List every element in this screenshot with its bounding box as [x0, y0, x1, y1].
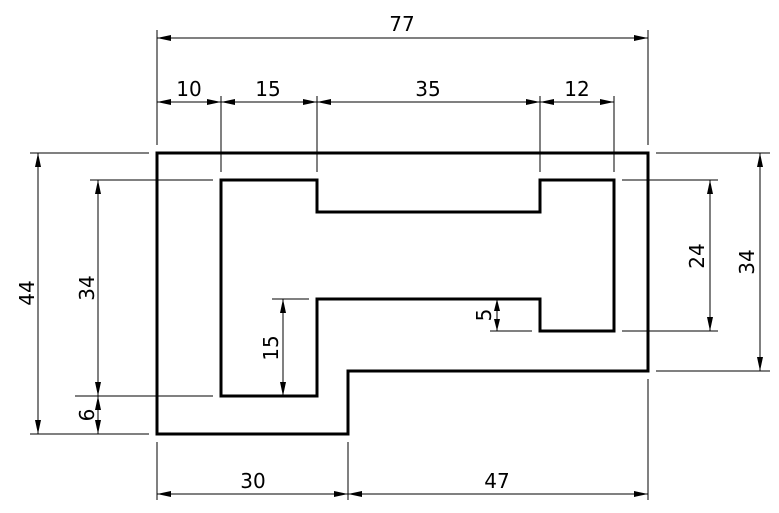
dim-34-left-label: 34 — [75, 275, 99, 300]
right-extension-lines — [490, 152, 770, 372]
dim-12-label: 12 — [564, 77, 589, 101]
top-extension-lines — [156, 30, 649, 172]
dim-77-label: 77 — [389, 12, 414, 36]
arrowheads — [35, 35, 763, 497]
dim-34-right-label: 34 — [735, 249, 759, 274]
bottom-extension-lines — [156, 379, 649, 500]
dim-44-label: 44 — [15, 280, 39, 305]
outer-profile — [155, 151, 650, 436]
dimension-lines — [37, 37, 761, 495]
dim-15-top-label: 15 — [255, 77, 280, 101]
dim-35-label: 35 — [415, 77, 440, 101]
dim-10-label: 10 — [176, 77, 201, 101]
inner-profile — [219, 178, 616, 398]
left-extension-lines — [30, 152, 309, 435]
dim-5-label: 5 — [472, 309, 496, 322]
dim-6-label: 6 — [75, 409, 99, 422]
dim-15-stem-label: 15 — [259, 335, 283, 360]
dim-24-label: 24 — [685, 243, 709, 268]
dim-30-label: 30 — [240, 469, 265, 493]
dim-47-label: 47 — [484, 469, 509, 493]
